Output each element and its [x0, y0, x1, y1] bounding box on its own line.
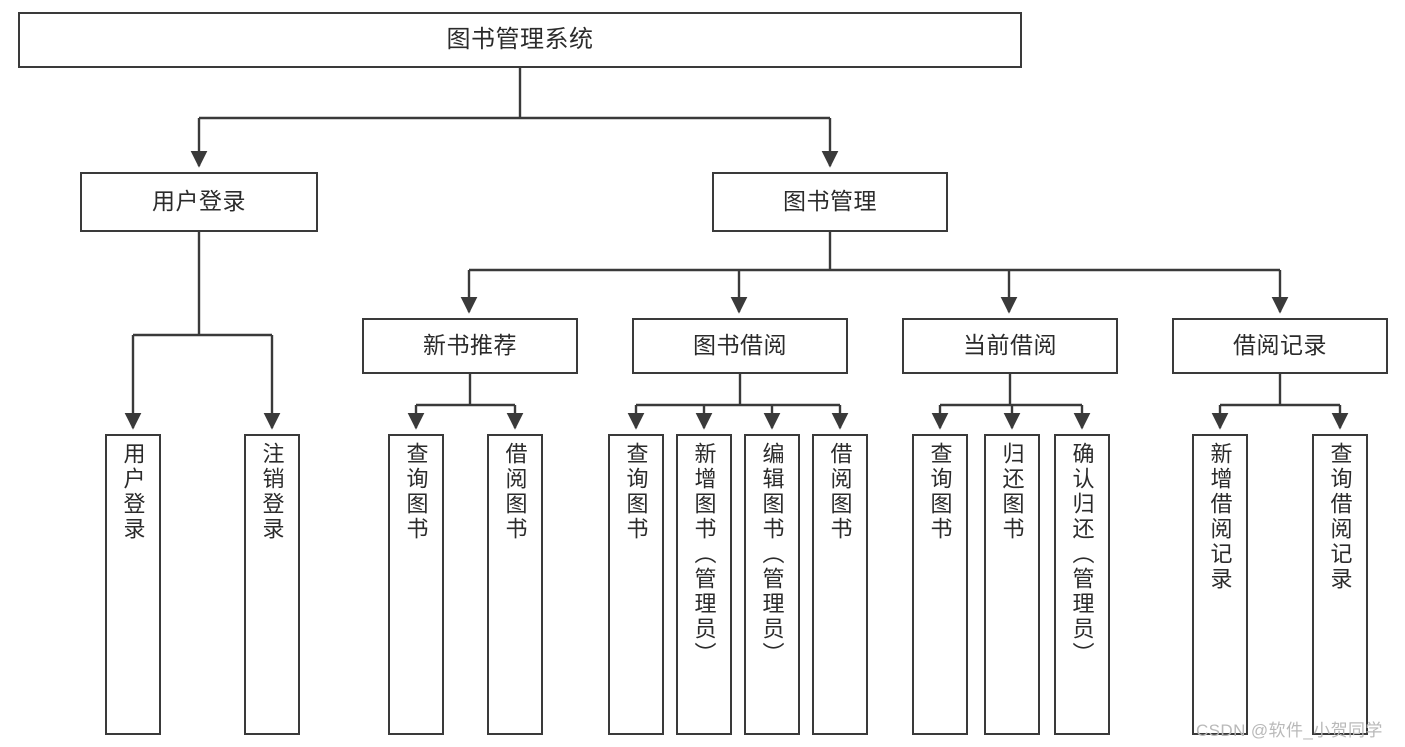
leaf-query-borrow-record-label: 查询借阅记录: [1327, 442, 1353, 592]
leaf-confirm-return-admin-label: 确认归还（管理员）: [1069, 442, 1095, 667]
node-user-login-label: 用户登录: [152, 188, 246, 215]
leaf-user-login-label: 用户登录: [120, 442, 146, 542]
leaf-query-book[interactable]: 查询图书: [608, 434, 664, 735]
leaf-borrow-book-recommend[interactable]: 借阅图书: [487, 434, 543, 735]
node-borrow-record[interactable]: 借阅记录: [1172, 318, 1388, 374]
leaf-add-book-admin-label: 新增图书（管理员）: [691, 442, 717, 667]
leaf-query-book-recommend[interactable]: 查询图书: [388, 434, 444, 735]
csdn-watermark: CSDN @软件_小贺同学: [1196, 721, 1383, 740]
node-new-book-recommend[interactable]: 新书推荐: [362, 318, 578, 374]
leaf-logout[interactable]: 注销登录: [244, 434, 300, 735]
leaf-query-borrow-record[interactable]: 查询借阅记录: [1312, 434, 1368, 735]
node-current-borrow[interactable]: 当前借阅: [902, 318, 1118, 374]
leaf-confirm-return-admin[interactable]: 确认归还（管理员）: [1054, 434, 1110, 735]
leaf-borrow-book[interactable]: 借阅图书: [812, 434, 868, 735]
node-new-book-recommend-label: 新书推荐: [423, 332, 517, 359]
leaf-query-book-current[interactable]: 查询图书: [912, 434, 968, 735]
leaf-query-book-label: 查询图书: [623, 442, 649, 542]
leaf-query-book-recommend-label: 查询图书: [403, 442, 429, 542]
leaf-edit-book-admin[interactable]: 编辑图书（管理员）: [744, 434, 800, 735]
node-user-login[interactable]: 用户登录: [80, 172, 318, 232]
node-book-borrow-label: 图书借阅: [693, 332, 787, 359]
node-book-borrow[interactable]: 图书借阅: [632, 318, 848, 374]
leaf-logout-label: 注销登录: [259, 442, 285, 542]
leaf-add-borrow-record[interactable]: 新增借阅记录: [1192, 434, 1248, 735]
leaf-return-book[interactable]: 归还图书: [984, 434, 1040, 735]
node-root-label: 图书管理系统: [446, 25, 594, 53]
node-book-management-label: 图书管理: [783, 188, 877, 215]
leaf-borrow-book-label: 借阅图书: [827, 442, 853, 542]
node-book-management[interactable]: 图书管理: [712, 172, 948, 232]
leaf-query-book-current-label: 查询图书: [927, 442, 953, 542]
node-current-borrow-label: 当前借阅: [963, 332, 1057, 359]
leaf-user-login[interactable]: 用户登录: [105, 434, 161, 735]
node-root[interactable]: 图书管理系统: [18, 12, 1022, 68]
leaf-return-book-label: 归还图书: [999, 442, 1025, 542]
leaf-add-book-admin[interactable]: 新增图书（管理员）: [676, 434, 732, 735]
leaf-add-borrow-record-label: 新增借阅记录: [1207, 442, 1233, 592]
leaf-borrow-book-recommend-label: 借阅图书: [502, 442, 528, 542]
node-borrow-record-label: 借阅记录: [1233, 332, 1327, 359]
leaf-edit-book-admin-label: 编辑图书（管理员）: [759, 442, 785, 667]
